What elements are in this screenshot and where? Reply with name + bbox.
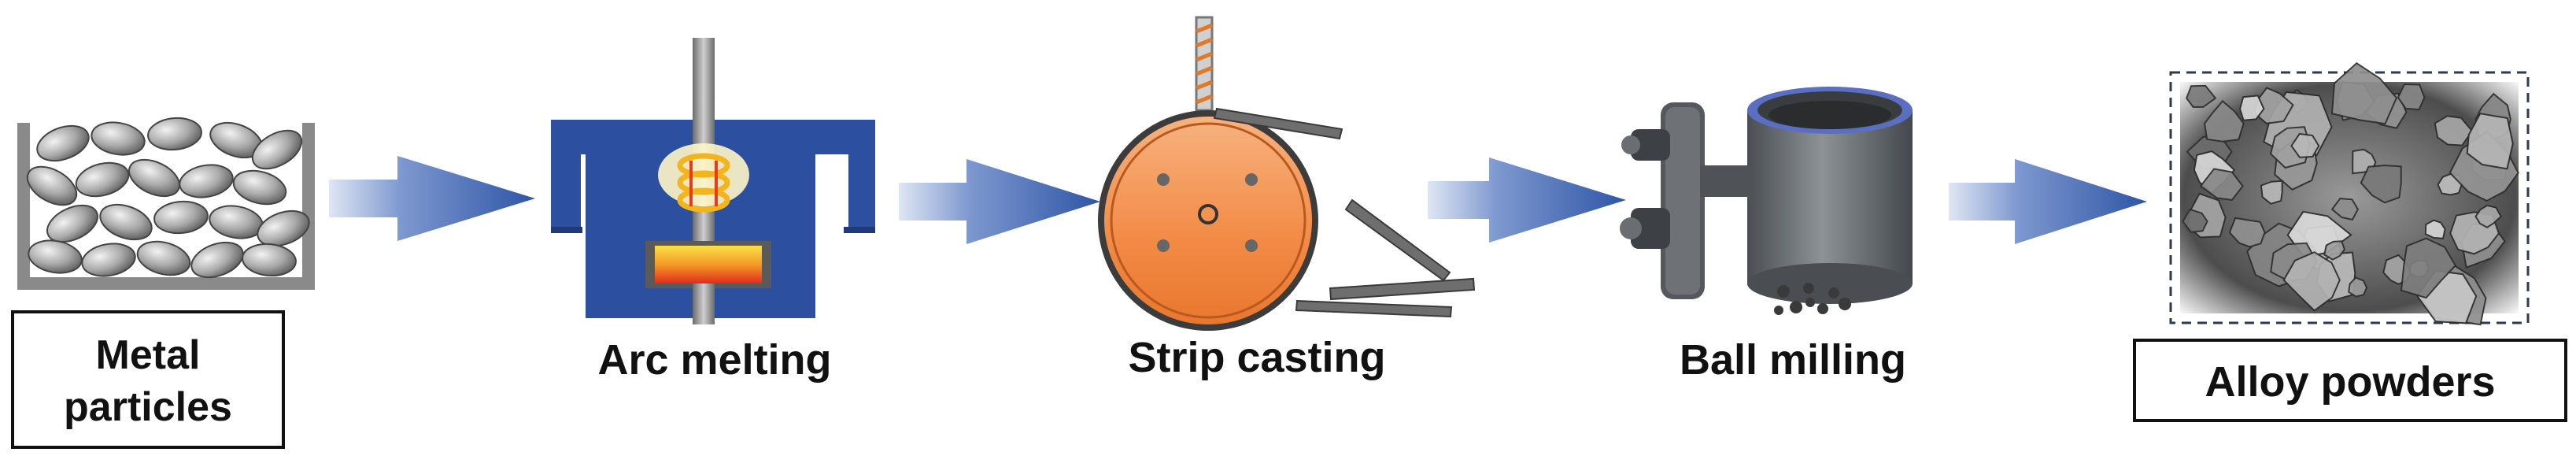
ball-mill-jar-icon xyxy=(1620,87,1913,315)
label-metal-particles-line1: Metal xyxy=(96,332,201,378)
label-arc-melting: Arc melting xyxy=(597,336,831,384)
powder-micrograph-icon xyxy=(2169,62,2530,326)
flow-arrow-4 xyxy=(1949,159,2147,244)
label-metal-particles-line2: particles xyxy=(64,384,232,430)
metal-particles-icon xyxy=(17,117,315,290)
strip-casting-wheel-icon xyxy=(1098,16,1476,331)
flow-arrow-2 xyxy=(899,159,1100,244)
flow-arrow-3 xyxy=(1428,158,1626,243)
label-ball-milling: Ball milling xyxy=(1680,336,1906,384)
label-alloy-powders: Alloy powders xyxy=(2205,358,2495,406)
label-strip-casting: Strip casting xyxy=(1128,334,1385,381)
label-box-metal-particles: Metal particles xyxy=(11,310,285,449)
label-box-alloy-powders: Alloy powders xyxy=(2133,339,2567,422)
arc-furnace-icon xyxy=(551,38,875,324)
flow-arrow-1 xyxy=(329,156,535,241)
